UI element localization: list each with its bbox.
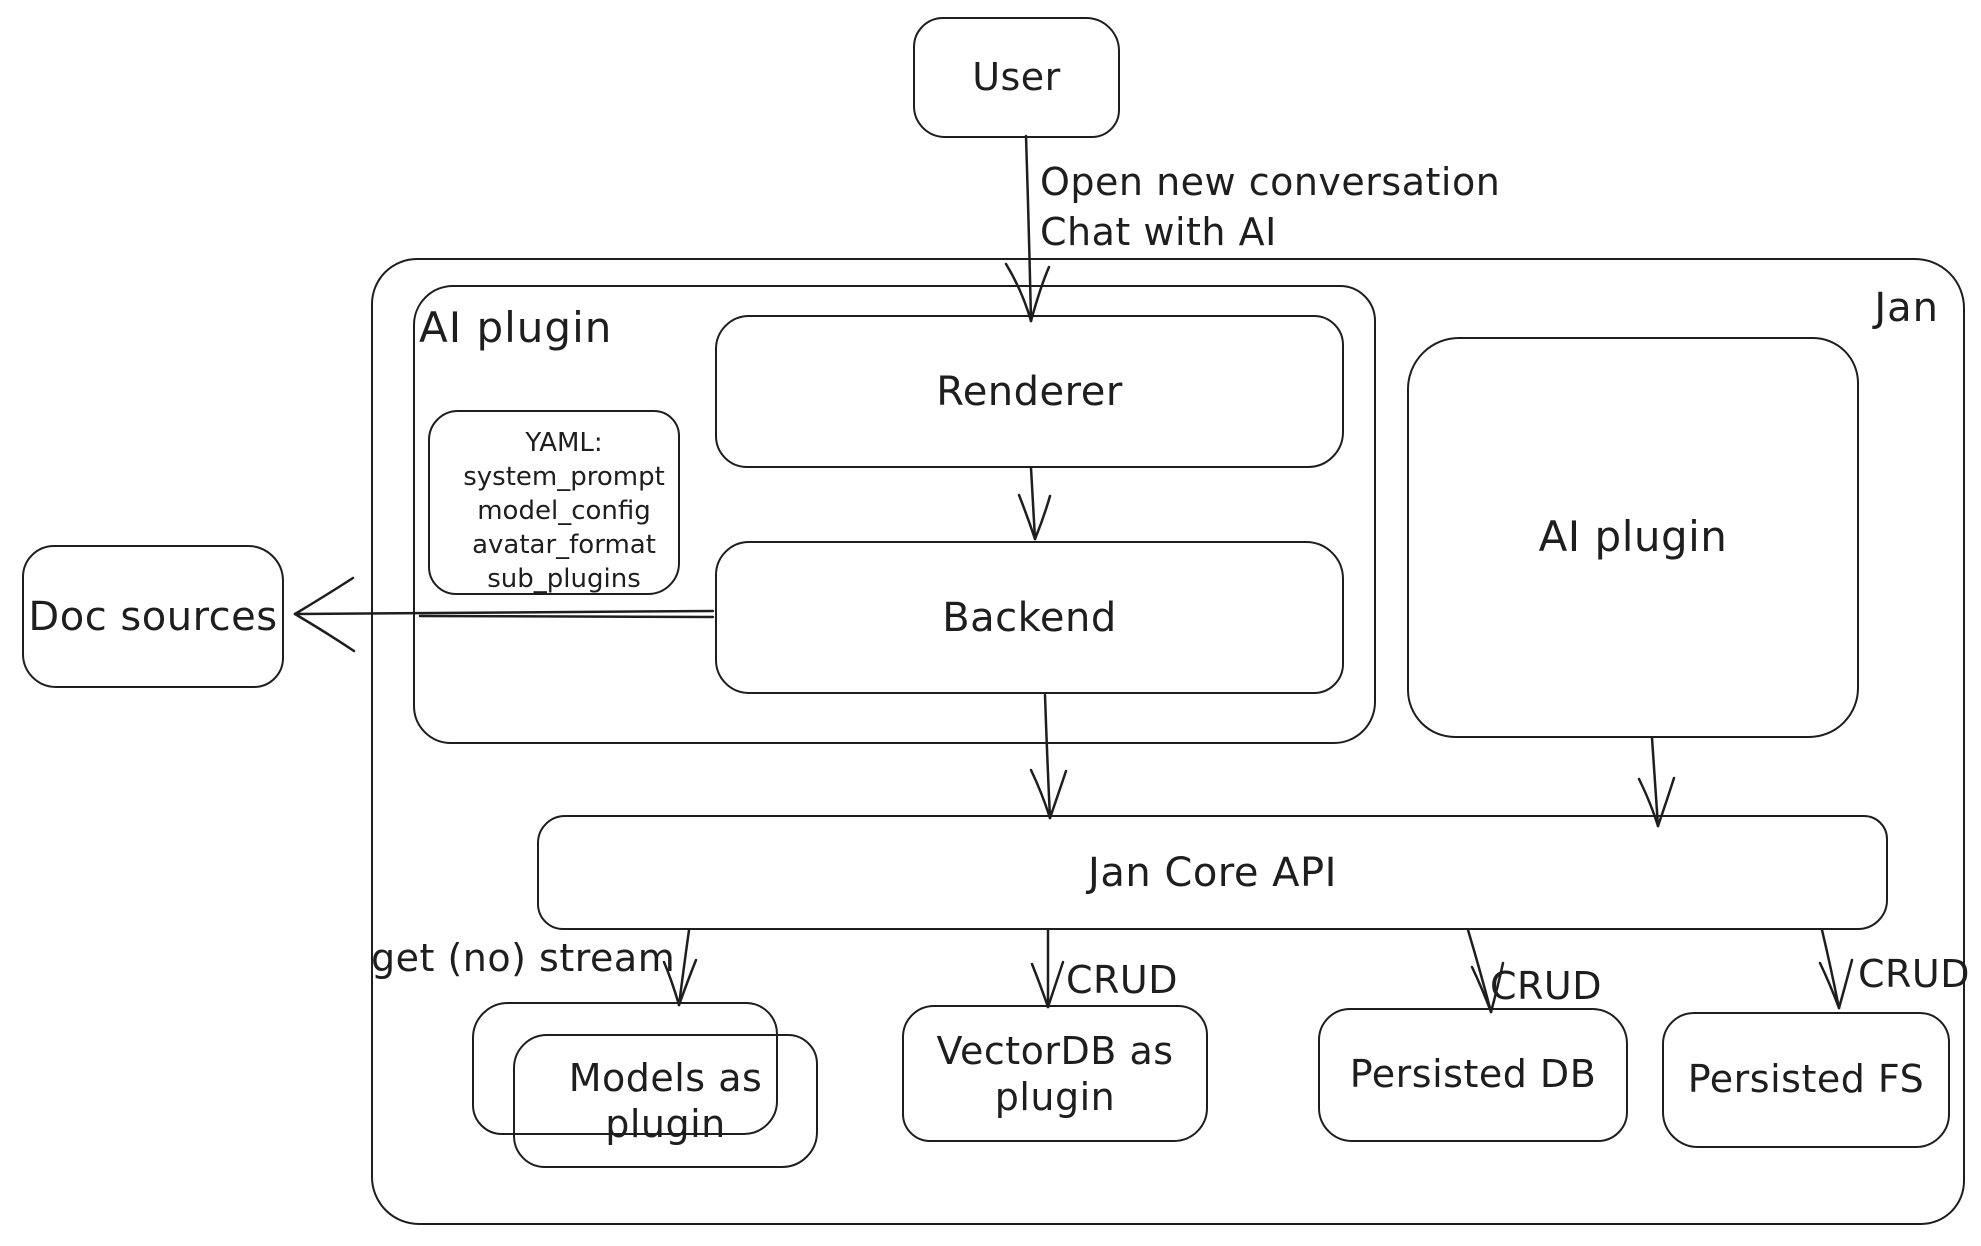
yaml-note: YAML: system_prompt model_config avatar_…	[428, 410, 680, 595]
user-node: User	[913, 17, 1120, 138]
user-node-label: User	[972, 54, 1061, 99]
backend-node: Backend	[715, 541, 1344, 694]
user-edge-label: Open new conversation Chat with AI	[1040, 157, 1500, 257]
vectordb-node: VectorDB as plugin	[902, 1005, 1208, 1142]
crud-label-persisted-fs: CRUD	[1858, 952, 1971, 996]
jan-core-api-node-label: Jan Core API	[1088, 849, 1337, 896]
user-edge-label-line: Open new conversation	[1040, 160, 1501, 204]
user-edge-label-line: Chat with AI	[1040, 210, 1277, 254]
get-no-stream-label: get (no) stream	[371, 936, 676, 980]
yaml-note-line: YAML:	[525, 428, 603, 458]
persisted-fs-node-label: Persisted FS	[1687, 1057, 1925, 1102]
persisted-db-node: Persisted DB	[1318, 1008, 1628, 1142]
crud-label-vectordb: CRUD	[1066, 958, 1179, 1002]
jan-container-label: Jan	[1874, 285, 1939, 331]
ai-plugin-group-label: AI plugin	[419, 303, 613, 352]
crud-label-persisted-db: CRUD	[1490, 964, 1603, 1008]
vectordb-label-line: VectorDB as	[936, 1028, 1174, 1073]
models-as-plugin-outer-box	[472, 1002, 778, 1135]
jan-core-api-node: Jan Core API	[537, 815, 1888, 930]
doc-sources-node-label: Doc sources	[28, 593, 278, 640]
yaml-note-line: avatar_format	[472, 530, 656, 560]
backend-node-label: Backend	[942, 594, 1117, 641]
models-as-plugin-label-line: plugin	[605, 1102, 726, 1146]
persisted-fs-node: Persisted FS	[1662, 1012, 1950, 1148]
ai-plugin-right-node: AI plugin	[1407, 337, 1859, 738]
vectordb-label-line: plugin	[994, 1074, 1116, 1119]
yaml-note-line: system_prompt	[463, 462, 665, 492]
renderer-node-label: Renderer	[936, 368, 1123, 415]
yaml-note-line: model_config	[477, 496, 651, 526]
persisted-db-node-label: Persisted DB	[1349, 1052, 1597, 1097]
models-as-plugin-label-line: Models as	[568, 1056, 763, 1100]
doc-sources-node: Doc sources	[22, 545, 284, 688]
renderer-node: Renderer	[715, 315, 1344, 468]
ai-plugin-right-node-label: AI plugin	[1538, 512, 1728, 562]
ai-plugin-group-box: AI plugin	[413, 285, 1376, 744]
models-as-plugin-node: Models as plugin	[513, 1034, 818, 1168]
yaml-note-line: sub_plugins	[487, 564, 641, 594]
